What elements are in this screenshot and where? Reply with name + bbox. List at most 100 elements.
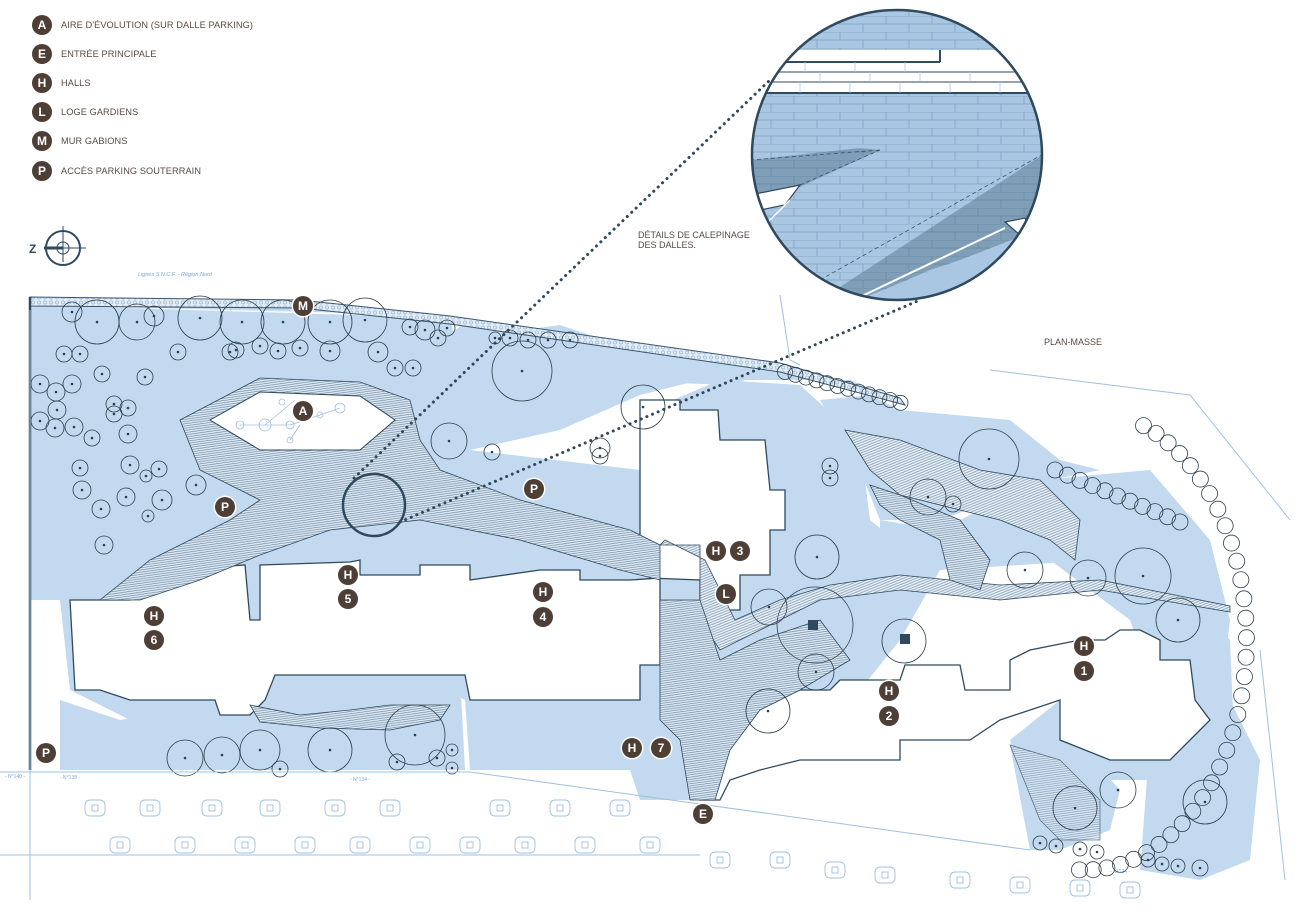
tree-icon — [892, 394, 909, 411]
legend-item-p: P ACCÈS PARKING SOUTERRAIN — [32, 156, 253, 185]
tree-icon — [620, 384, 666, 430]
marker-h[interactable]: H — [1074, 636, 1094, 656]
street-tree-pit — [241, 841, 249, 849]
tree-icon — [1233, 687, 1251, 705]
marker-building-7[interactable]: 7 — [651, 738, 671, 758]
street-tree-icon — [709, 851, 731, 869]
marker-h[interactable]: H — [144, 606, 164, 626]
tree-icon — [61, 301, 83, 323]
tree-trunk-dot — [102, 543, 106, 547]
tree-trunk-dot — [1023, 568, 1027, 572]
street-tree-pit — [616, 804, 624, 812]
marker-building-6[interactable]: 6 — [144, 630, 164, 650]
street-tree-pit — [556, 804, 564, 812]
tree-trunk-dot — [124, 495, 128, 499]
legend-label-p: ACCÈS PARKING SOUTERRAIN — [61, 165, 202, 176]
street-tree-pit — [416, 841, 424, 849]
street-tree-icon — [379, 799, 401, 817]
street-tree-icon — [769, 851, 791, 869]
tree-icon — [143, 305, 165, 327]
tree-trunk-dot — [126, 406, 130, 410]
marker-p[interactable]: P — [36, 743, 56, 763]
tree-icon — [1173, 815, 1191, 833]
tree-icon — [93, 365, 111, 383]
legend-marker-m: M — [32, 131, 52, 152]
marker-building-1[interactable]: 1 — [1074, 661, 1094, 681]
tree-icon — [1084, 477, 1101, 495]
tree-trunk-dot — [1141, 574, 1145, 578]
tree-icon — [958, 428, 1020, 490]
tree-icon — [438, 319, 456, 337]
marker-building-2[interactable]: 2 — [879, 706, 899, 726]
tree-icon — [388, 753, 406, 771]
tree-trunk-dot — [1078, 847, 1082, 851]
street-tree-icon — [324, 799, 346, 817]
tree-trunk-dot — [508, 336, 512, 340]
tree-trunk-dot — [157, 467, 161, 471]
street-tree-pit — [831, 866, 839, 874]
tree-icon — [591, 447, 609, 465]
tree-trunk-dot — [198, 316, 202, 320]
marker-building-5[interactable]: 5 — [338, 589, 358, 609]
legend-marker-l: L — [32, 102, 52, 123]
tree-trunk-dot — [234, 348, 238, 352]
marker-p[interactable]: P — [215, 497, 235, 517]
marker-building-4[interactable]: 4 — [533, 607, 553, 627]
tree-trunk-dot — [278, 767, 282, 771]
tree-trunk-dot — [53, 426, 57, 430]
tree-icon — [776, 586, 854, 664]
street-tree-icon — [1069, 879, 1091, 897]
tree-icon — [794, 534, 840, 580]
marker-h[interactable]: H — [879, 681, 899, 701]
marker-h[interactable]: H — [706, 541, 726, 561]
tree-trunk-dot — [408, 325, 412, 329]
marker-h[interactable]: H — [533, 582, 553, 602]
street-tree-pit — [1126, 886, 1134, 894]
tree-trunk-dot — [281, 320, 285, 324]
marker-p[interactable]: P — [524, 479, 544, 499]
tree-trunk-dot — [987, 457, 991, 461]
marker-a[interactable]: A — [293, 401, 313, 421]
tree-icon — [1052, 785, 1098, 831]
street-tree-icon — [514, 836, 536, 854]
street-tree-icon — [234, 836, 256, 854]
tree-icon — [1171, 445, 1188, 462]
detail-callout-circle[interactable] — [341, 472, 407, 538]
marker-h[interactable]: H — [622, 738, 642, 758]
tree-icon — [539, 331, 557, 349]
detail-leader-lines — [352, 78, 922, 524]
tree-icon — [1201, 485, 1218, 502]
tree-trunk-dot — [55, 408, 59, 412]
street-tree-pit — [116, 841, 124, 849]
marker-e[interactable]: E — [693, 804, 713, 824]
tree-icon — [821, 457, 839, 475]
tree-icon — [227, 341, 245, 359]
marker-building-3[interactable]: 3 — [730, 541, 750, 561]
street-tree-pit — [146, 804, 154, 812]
street-tree-icon — [139, 799, 161, 817]
parking-vent-icon — [808, 620, 818, 630]
tree-icon — [840, 380, 856, 397]
tree-icon — [1224, 724, 1242, 742]
tree-trunk-dot — [38, 382, 42, 386]
tree-trunk-dot — [112, 412, 116, 416]
tree-trunk-dot — [1176, 864, 1180, 868]
street-tree-pit — [496, 804, 504, 812]
tree-icon — [386, 359, 404, 377]
tree-icon — [488, 331, 502, 345]
tree-trunk-dot — [183, 756, 187, 760]
street-tree-icon — [1009, 876, 1031, 894]
marker-m[interactable]: M — [293, 296, 313, 316]
tree-icon — [1071, 471, 1089, 489]
tree-trunk-dot — [526, 338, 530, 342]
marker-h[interactable]: H — [338, 565, 358, 585]
tree-icon — [589, 437, 611, 459]
marker-l[interactable]: L — [716, 584, 736, 604]
street-tree-pit — [91, 804, 99, 812]
tree-trunk-dot — [62, 352, 66, 356]
tree-icon — [1099, 771, 1137, 809]
street-tree-icon — [874, 866, 896, 884]
tree-icon — [1159, 434, 1177, 452]
legend-item-l: L LOGE GARDIENS — [32, 98, 253, 127]
street-tree-pit — [956, 876, 964, 884]
